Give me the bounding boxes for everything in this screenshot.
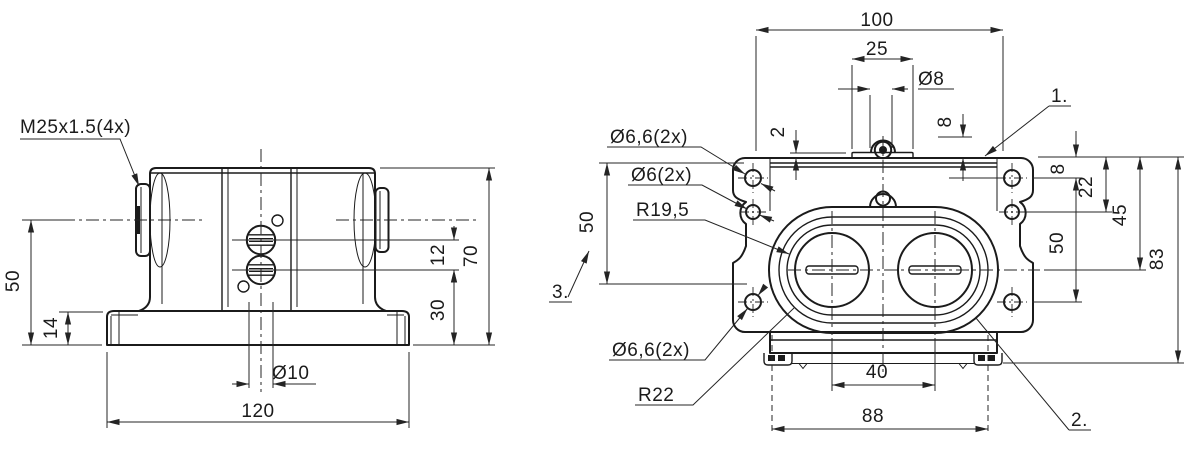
leader-note-2 <box>975 317 1091 431</box>
front-base-details <box>110 311 406 345</box>
front-body-inner-edges <box>161 168 364 307</box>
dim-hole-10-label: Ø10 <box>272 363 309 384</box>
hole-centermarks <box>738 163 1027 317</box>
dim-12-label: 12 <box>428 244 449 266</box>
leader-side-holes-opp <box>759 214 775 223</box>
dim-8-edge-label: 8 <box>1048 163 1069 174</box>
dim-120-label: 120 <box>241 401 274 422</box>
dim-50-left-label: 50 <box>577 211 598 233</box>
foot-left-pad-b <box>778 355 785 361</box>
callout-side-holes-label: Ø6(2x) <box>631 165 692 186</box>
dim-88-label: 88 <box>862 406 884 427</box>
foot-right-pad-b <box>988 355 995 361</box>
dim-14-label: 14 <box>41 317 62 339</box>
dim-25-label: 25 <box>866 39 888 60</box>
leader-corner-holes-bottom-opp <box>757 283 769 296</box>
front-base-outline <box>106 310 410 346</box>
dim-2-label: 2 <box>768 126 789 137</box>
ground-lug-screw <box>879 146 887 154</box>
front-small-hole-lower <box>237 280 250 293</box>
leader-bore-radius <box>633 219 790 255</box>
dim-100-label: 100 <box>860 10 893 31</box>
leader-corner-holes-top <box>607 146 746 175</box>
foot-left <box>763 353 793 366</box>
front-small-hole-upper <box>271 214 284 227</box>
dim-8-lug-label: 8 <box>935 116 956 127</box>
callout-oval-radius-label: R22 <box>638 385 674 406</box>
dim-40-label: 40 <box>866 362 888 383</box>
front-body-outline <box>138 167 387 312</box>
top-centerlines <box>788 136 1040 378</box>
leader-note-3 <box>549 251 589 303</box>
front-extension-lines <box>22 167 495 428</box>
dim-30-label: 30 <box>428 299 449 321</box>
leader-corner-holes-bottom <box>609 308 748 361</box>
dim-22-label: 22 <box>1076 176 1097 198</box>
leader-side-holes <box>628 184 748 210</box>
callout-corner-holes-bottom-label: Ø6,6(2x) <box>612 340 690 361</box>
leader-corner-holes-top-opp <box>760 183 776 193</box>
feet-hidden-lines <box>771 335 989 434</box>
dim-hole-8-label: Ø8 <box>918 69 944 90</box>
oval-boss-middle <box>778 216 989 324</box>
top-extension-lines <box>599 36 1184 391</box>
dim-50-label: 50 <box>3 270 24 292</box>
dim-83-label: 83 <box>1147 248 1168 270</box>
dim-50-right-label: 50 <box>1047 232 1068 254</box>
note-2-label: 2. <box>1071 410 1088 431</box>
thread-callout-leader <box>20 138 140 187</box>
dim-70-label: 70 <box>461 245 482 267</box>
callout-bore-radius-label: R19,5 <box>636 200 689 221</box>
leader-oval-radius <box>635 307 795 406</box>
note-3-label: 3. <box>552 282 569 303</box>
top-view: 100 25 Ø8 2 8 8 50 22 45 83 50 40 88 Ø6,… <box>549 10 1184 434</box>
callout-corner-holes-top-label: Ø6,6(2x) <box>610 127 688 148</box>
thread-callout-label: M25x1.5(4x) <box>20 117 131 138</box>
note-1-label: 1. <box>1051 86 1068 107</box>
dim-45-label: 45 <box>1110 204 1131 226</box>
foot-right-pad-a <box>978 355 985 361</box>
leader-note-1 <box>985 105 1071 156</box>
front-view: M25x1.5(4x) 50 14 12 30 70 Ø10 120 <box>3 117 495 428</box>
